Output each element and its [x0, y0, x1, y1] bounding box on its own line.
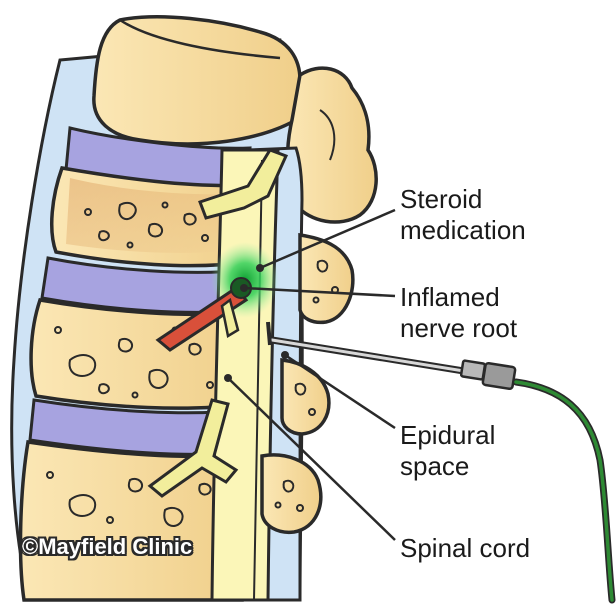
lamina-3 — [262, 455, 321, 532]
spinal-cord — [212, 150, 278, 600]
label-inflamed-line2: nerve root — [400, 313, 517, 344]
vertebra-top — [94, 17, 300, 144]
copyright-notice: ©Mayfield Clinic — [22, 534, 192, 560]
label-steroid-line2: medication — [400, 215, 526, 246]
label-epidural-line1: Epidural — [400, 420, 495, 451]
label-epidural-space: Epidural space — [400, 420, 495, 482]
label-steroid-medication: Steroid medication — [400, 184, 526, 246]
label-steroid-line1: Steroid — [400, 184, 526, 215]
label-inflamed-nerve-root: Inflamed nerve root — [400, 282, 517, 344]
label-spinal-cord: Spinal cord — [400, 533, 530, 564]
lamina-2 — [282, 360, 329, 434]
label-epidural-line2: space — [400, 451, 495, 482]
label-inflamed-line1: Inflamed — [400, 282, 517, 313]
label-spinal-cord-text: Spinal cord — [400, 533, 530, 564]
